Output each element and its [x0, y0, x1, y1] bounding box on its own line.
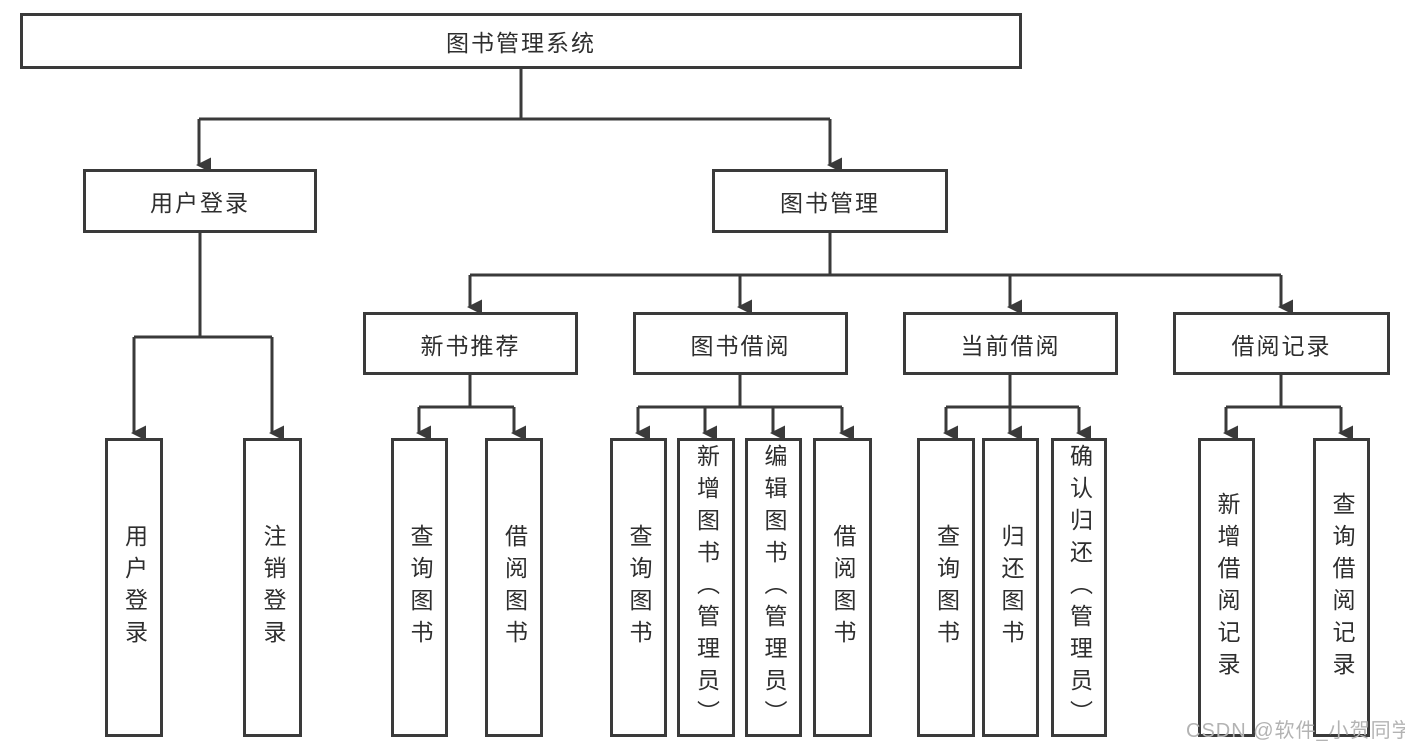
leaf-bb-add: 新增图书（管理员） [677, 438, 735, 737]
node-current-borrow-label: 当前借阅 [960, 332, 1061, 359]
leaf-br-query-label: 查询借阅记录 [1329, 491, 1355, 684]
leaf-bb-query-label: 查询图书 [626, 523, 652, 652]
leaf-br-add: 新增借阅记录 [1198, 438, 1255, 737]
leaf-cb-query: 查询图书 [917, 438, 975, 737]
leaf-br-query: 查询借阅记录 [1313, 438, 1370, 737]
leaf-bb-edit: 编辑图书（管理员） [745, 438, 802, 737]
leaf-cb-return-label: 归还图书 [998, 523, 1024, 652]
node-book-mgmt-label: 图书管理 [780, 190, 880, 216]
node-user-login: 用户登录 [83, 169, 317, 233]
leaf-bb-edit-label: 编辑图书（管理员） [761, 443, 787, 732]
node-borrow-record-label: 借阅记录 [1231, 332, 1332, 359]
node-new-book-rec-label: 新书推荐 [420, 332, 521, 359]
leaf-bb-borrow-label: 借阅图书 [830, 523, 856, 652]
leaf-nb-query-label: 查询图书 [407, 523, 433, 652]
leaf-cb-confirm: 确认归还（管理员） [1051, 438, 1107, 737]
leaf-br-add-label: 新增借阅记录 [1214, 491, 1240, 684]
node-book-borrow-label: 图书借阅 [690, 332, 791, 359]
node-current-borrow: 当前借阅 [903, 312, 1118, 375]
leaf-cb-return: 归还图书 [982, 438, 1039, 737]
leaf-nb-query: 查询图书 [391, 438, 448, 737]
leaf-logout: 注销登录 [243, 438, 302, 737]
leaf-cb-query-label: 查询图书 [933, 523, 960, 652]
leaf-bb-borrow: 借阅图书 [813, 438, 872, 737]
leaf-nb-borrow: 借阅图书 [485, 438, 543, 737]
node-new-book-rec: 新书推荐 [363, 312, 578, 375]
node-root: 图书管理系统 [20, 13, 1022, 69]
node-root-label: 图书管理系统 [446, 30, 596, 56]
leaf-bb-add-label: 新增图书（管理员） [693, 443, 720, 732]
leaf-bb-query: 查询图书 [610, 438, 667, 737]
leaf-cb-confirm-label: 确认归还（管理员） [1066, 443, 1093, 732]
watermark: CSDN @软件_小贺同学 [1186, 720, 1405, 742]
node-book-borrow: 图书借阅 [633, 312, 848, 375]
leaf-nb-borrow-label: 借阅图书 [501, 523, 528, 652]
node-book-mgmt: 图书管理 [712, 169, 948, 233]
leaf-user-login: 用户登录 [105, 438, 163, 737]
node-user-login-label: 用户登录 [150, 190, 250, 216]
leaf-user-login-label: 用户登录 [121, 523, 148, 652]
leaf-logout-label: 注销登录 [260, 523, 286, 652]
node-borrow-record: 借阅记录 [1173, 312, 1390, 375]
